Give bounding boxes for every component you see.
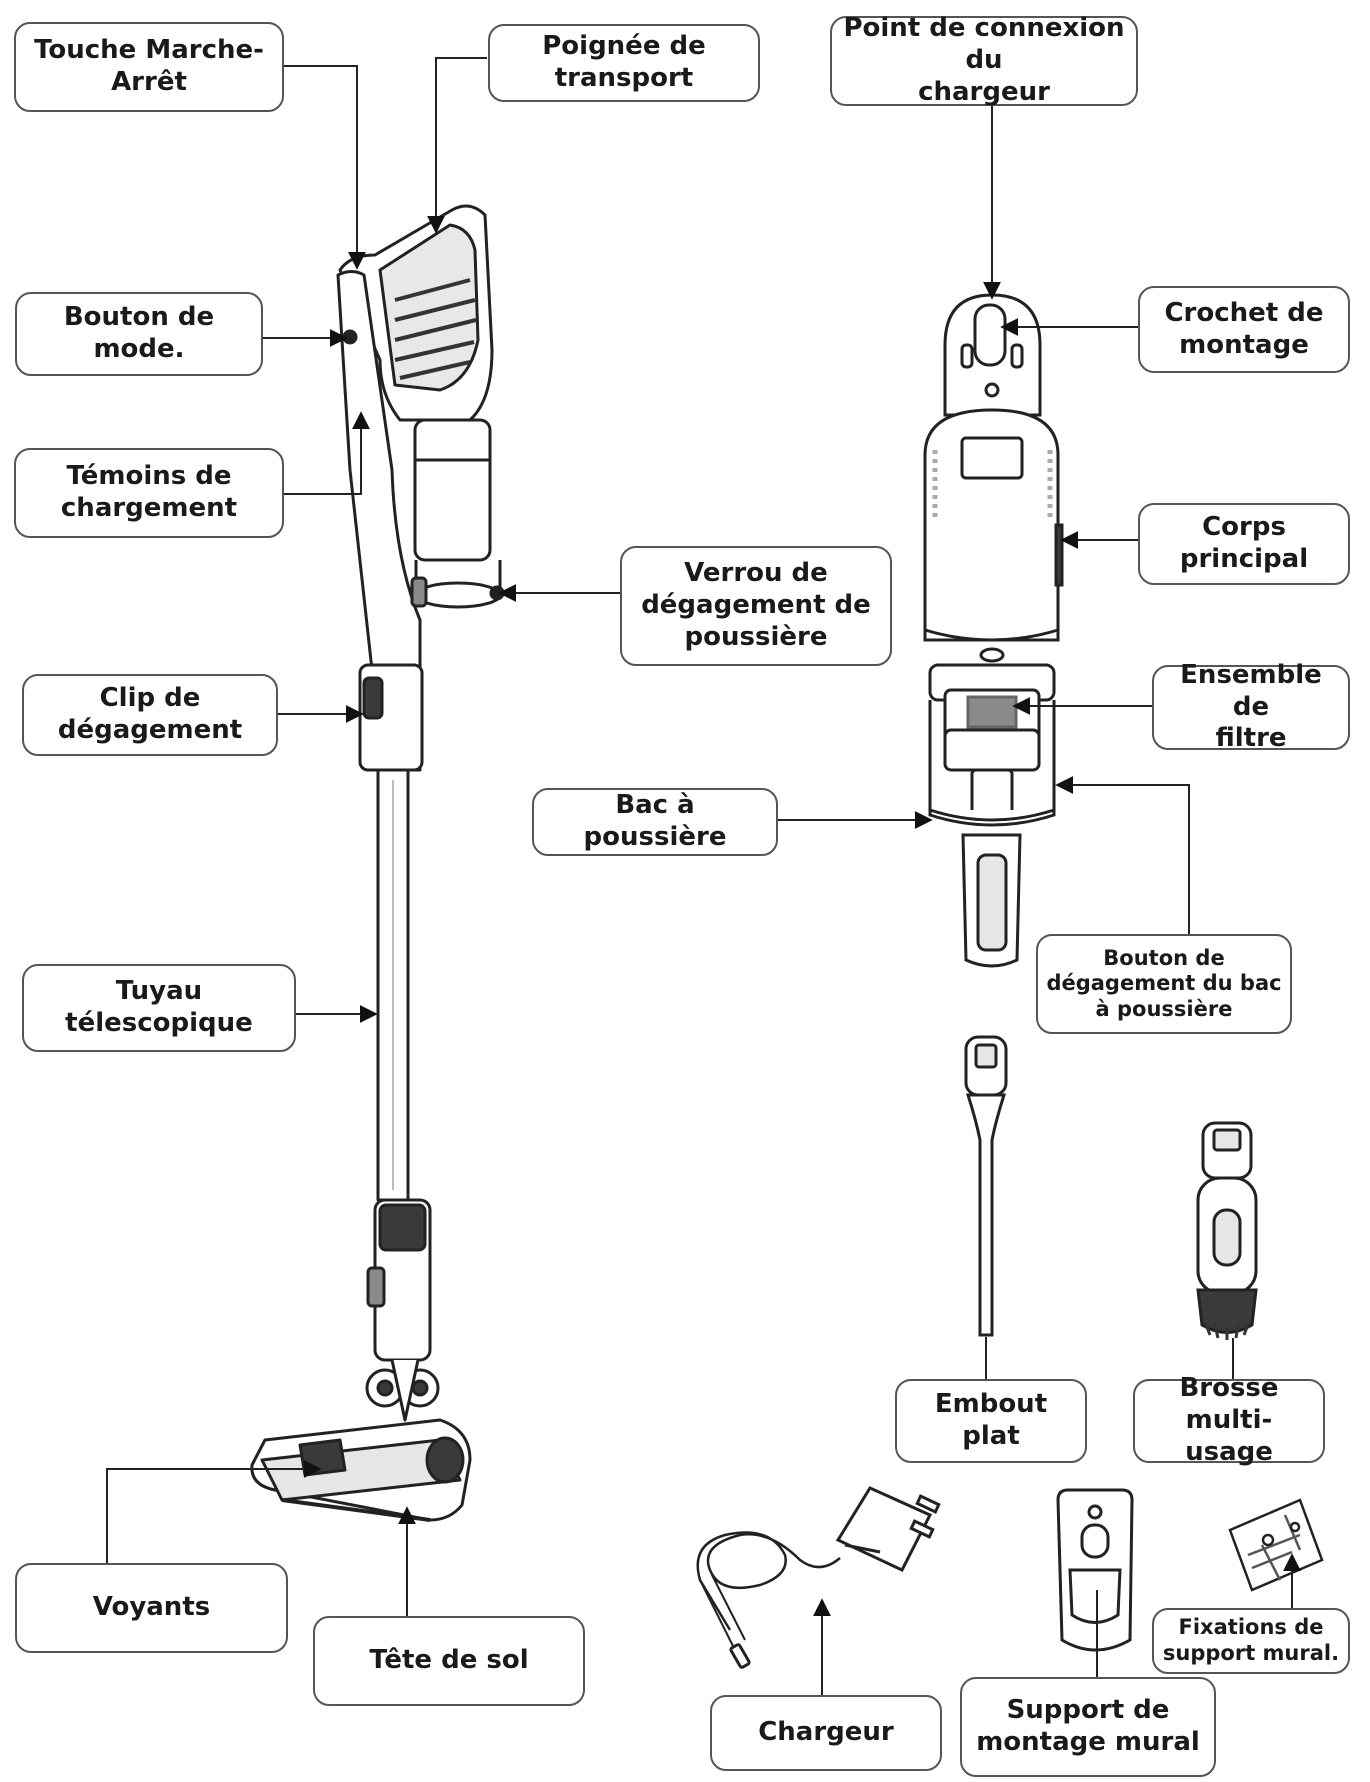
label-charge-indicators: Témoins de chargement [14,448,284,538]
label-wall-fixings: Fixations de support mural. [1152,1608,1350,1674]
label-multipurpose-brush: Brosse multi-usage [1133,1373,1325,1467]
callout-lines [106,57,1301,1695]
label-filter-assembly: Ensemble de filtre [1152,660,1350,753]
callout-charge-lights [283,411,370,495]
label-telescopic-tube: Tuyau télescopique [22,964,296,1052]
label-release-clip: Clip de dégagement [22,674,278,756]
label-mode-button: Bouton de mode. [15,292,263,376]
label-charger: Chargeur [710,1695,942,1771]
label-charger-connection-point: Point de connexion du chargeur [830,13,1138,107]
wall-mount-illustration [1056,1488,1134,1652]
label-dust-bin: Bac à poussière [532,788,778,856]
label-floor-head: Tête de sol [313,1616,585,1706]
label-wall-mount: Support de montage mural [960,1677,1216,1777]
brush-tool-illustration [1196,1121,1258,1340]
callout-bin-release [1055,776,1190,935]
callout-power [282,65,366,270]
charger-illustration [696,1486,941,1669]
label-main-body: Corps principal [1138,503,1350,585]
crevice-tool-illustration [964,1035,1008,1337]
callout-leds [106,1460,322,1563]
label-mounting-hook: Crochet de montage [1138,286,1350,373]
label-crevice-tool: Embout plat [895,1379,1087,1463]
label-indicator-lights: Voyants [15,1563,288,1653]
callout-handle [427,57,487,234]
stick-vacuum-illustration [250,204,505,1522]
label-dust-release-lock: Verrou de dégagement de poussière [620,546,892,666]
label-bin-release-button: Bouton de dégagement du bac à poussière [1036,934,1292,1034]
label-carry-handle: Poignée de transport [488,24,760,102]
wall-fixings-illustration [1228,1498,1324,1592]
handheld-unit-illustration [923,293,1064,968]
label-power-button: Touche Marche- Arrêt [14,22,284,112]
